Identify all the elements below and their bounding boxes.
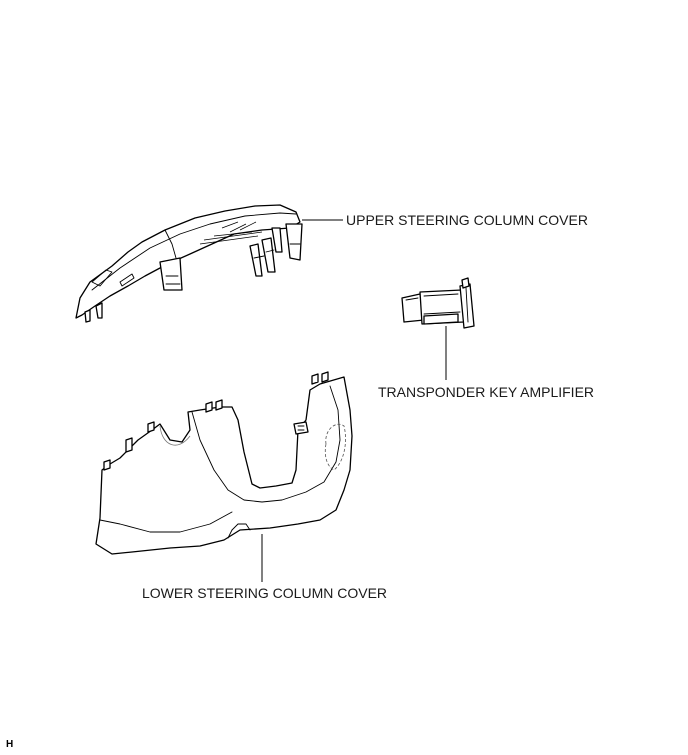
upper-steering-column-cover xyxy=(75,204,303,323)
lower-steering-column-cover xyxy=(95,371,353,555)
transponder-key-amplifier xyxy=(401,277,475,329)
upper-cover-label: UPPER STEERING COLUMN COVER xyxy=(346,212,588,228)
lower-cover-label: LOWER STEERING COLUMN COVER xyxy=(142,585,387,601)
figure-code: H xyxy=(6,739,13,750)
transponder-label: TRANSPONDER KEY AMPLIFIER xyxy=(378,384,594,400)
